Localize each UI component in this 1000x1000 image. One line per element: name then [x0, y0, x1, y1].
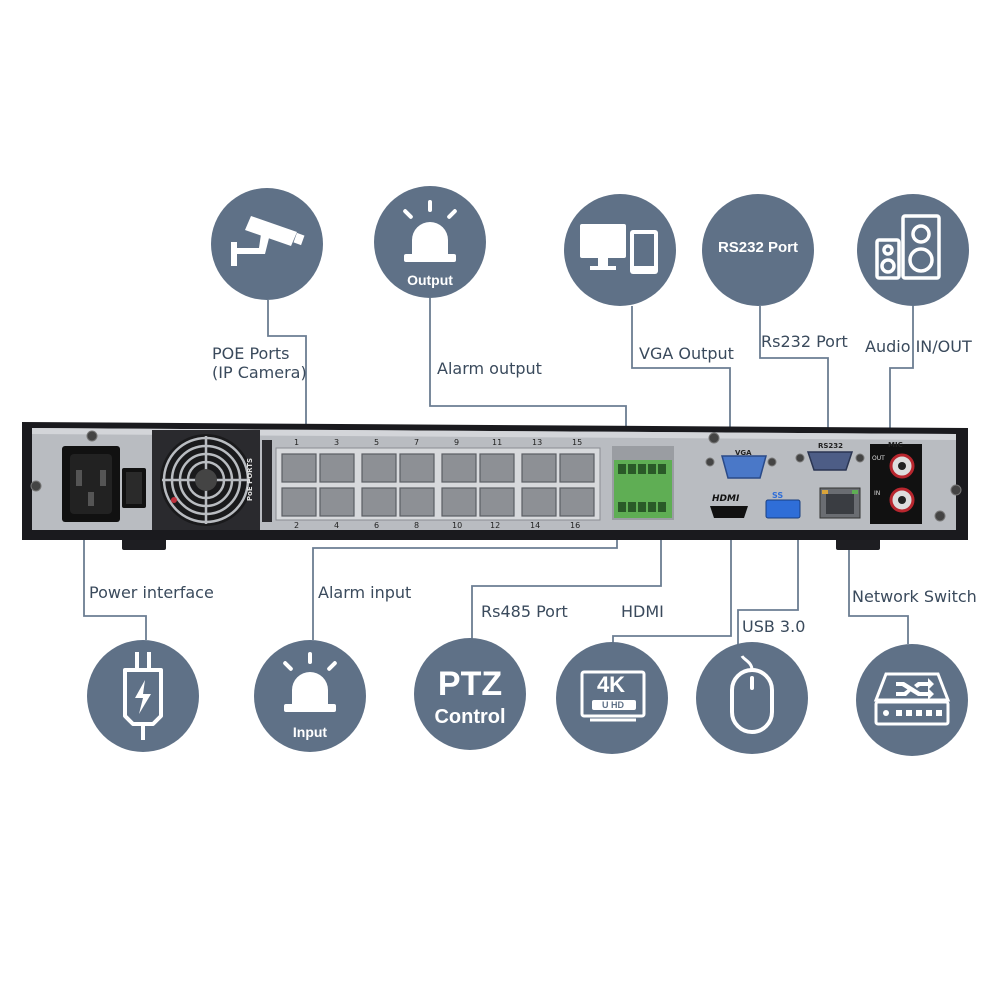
uhd-text: U HD [602, 700, 624, 710]
alarm-output-label: Alarm output [437, 359, 542, 378]
audio-label: Audio IN/OUT [865, 337, 972, 356]
port-label: 12 [490, 521, 501, 530]
port-label: 2 [294, 521, 300, 530]
port-label: 10 [452, 521, 463, 530]
4k-text: 4K [596, 672, 626, 697]
hdmi-port-label: HDMI [712, 494, 740, 504]
alarm-output-circle: Output [374, 186, 486, 298]
ptz-text: PTZ [437, 665, 503, 703]
port-numbers-bottom: 2 4 6 8 10 12 14 16 [276, 521, 600, 533]
ptz-circle: PTZ Control [414, 638, 526, 750]
vga-output-label: VGA Output [639, 344, 734, 363]
audio-out-label: OUT [872, 455, 885, 462]
port-label: 8 [414, 521, 420, 530]
port-label: 1 [294, 438, 300, 447]
port-label: 5 [374, 438, 380, 447]
port-label: 11 [492, 438, 503, 447]
usb-label: USB 3.0 [742, 617, 806, 636]
4k-uhd-icon [580, 670, 646, 722]
rs232-text: RS232 Port [717, 239, 799, 256]
rs232-label: Rs232 Port [761, 332, 848, 351]
usb-port-label: SS [772, 491, 784, 500]
mic-label: MIC [888, 441, 903, 449]
power-circle [87, 640, 199, 752]
rs232-port-label: RS232 [818, 442, 844, 450]
mouse-icon [730, 655, 774, 734]
power-label: Power interface [89, 583, 214, 602]
vga-port-label: VGA [735, 449, 752, 457]
port-label: 4 [334, 521, 340, 530]
port-label: 6 [374, 521, 380, 530]
usb-circle [696, 642, 808, 754]
speaker-icon [875, 214, 941, 280]
output-text: Output [407, 272, 453, 288]
poe-side-label: PoE PORTS [246, 457, 255, 502]
alarm-light-icon [403, 200, 457, 262]
port-label: 16 [570, 521, 581, 530]
rs485-label: Rs485 Port [481, 602, 568, 621]
monitor-tablet-icon [580, 224, 658, 274]
port-numbers-top: 1 3 5 7 9 11 13 15 [276, 438, 600, 450]
network-circle [856, 644, 968, 756]
port-label: 7 [414, 438, 420, 447]
hdmi-label: HDMI [621, 602, 664, 621]
alarm-input-label: Alarm input [318, 583, 412, 602]
network-switch-icon [873, 672, 951, 726]
vga-circle [564, 194, 676, 306]
alarm-input-circle: Input [254, 640, 366, 752]
ptz-control-text: Control [434, 706, 506, 728]
input-text: Input [292, 724, 328, 740]
poe-label: POE Ports [212, 344, 290, 363]
network-label: Network Switch [852, 587, 977, 606]
audio-in-label: IN [874, 490, 881, 497]
port-label: 14 [530, 521, 541, 530]
hdmi-circle: 4K U HD [556, 642, 668, 754]
port-label: 13 [532, 438, 543, 447]
power-plug-icon [123, 652, 163, 740]
port-label: 9 [454, 438, 460, 447]
port-label: 3 [334, 438, 340, 447]
poe-sublabel: (IP Camera) [212, 363, 307, 382]
port-label: 15 [572, 438, 583, 447]
rs232-circle: RS232 Port [702, 194, 814, 306]
audio-circle [857, 194, 969, 306]
cctv-camera-icon [231, 216, 305, 266]
poe-circle [211, 188, 323, 300]
alarm-light-icon [283, 652, 337, 712]
